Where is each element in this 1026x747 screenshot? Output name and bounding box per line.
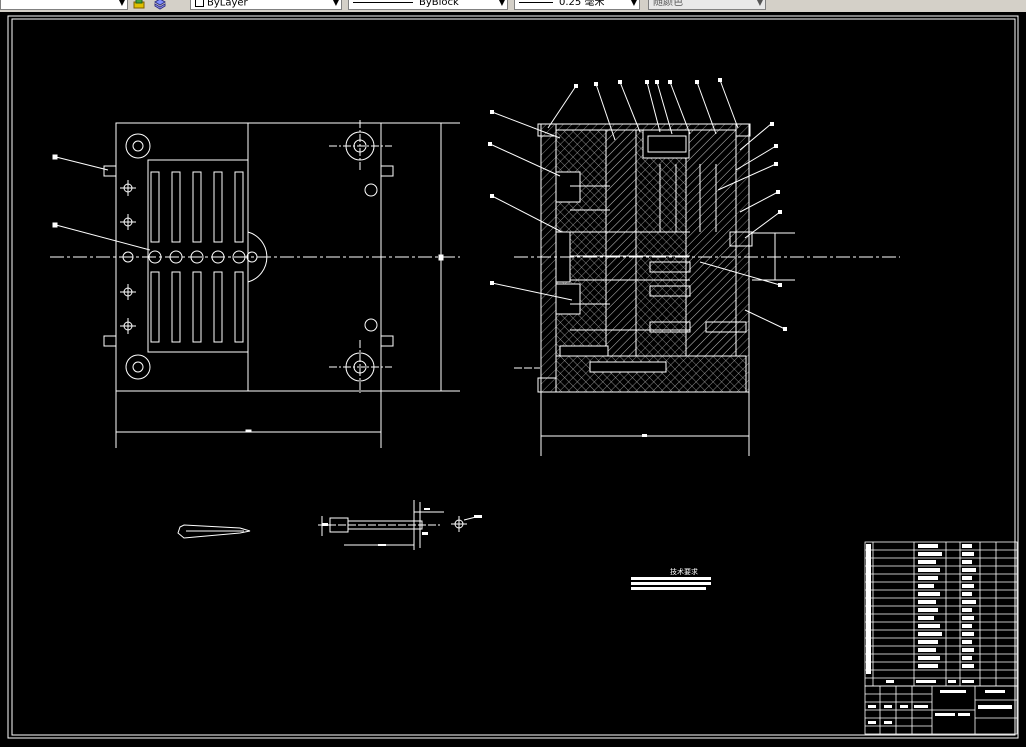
lineweight-label: 0.25 毫米: [559, 0, 605, 8]
layer-label: ByLayer: [207, 0, 248, 9]
technical-requirements-block: 技术要求: [631, 567, 711, 590]
sprue-bushing-detail: [318, 500, 477, 550]
dropdown-arrow-icon: ▼: [756, 0, 763, 7]
dropdown-arrow-icon: ▼: [498, 0, 505, 7]
plotstyle-dropdown[interactable]: 随颜色 ▼: [648, 0, 766, 10]
layer-color-swatch: [195, 0, 204, 7]
plotstyle-label: 随颜色: [653, 0, 683, 8]
linetype-label: ByBlock: [419, 0, 459, 8]
linetype-dropdown[interactable]: ByBlock ▼: [348, 0, 508, 10]
dropdown-arrow-icon: ▼: [118, 0, 125, 7]
linetype-sample: [353, 1, 413, 3]
properties-toolbar: ▼ ByLayer ▼ ByBlock ▼ 0.25 毫米 ▼ 随颜色 ▼: [0, 0, 1026, 12]
lineweight-sample: [519, 1, 553, 3]
lineweight-dropdown[interactable]: 0.25 毫米 ▼: [514, 0, 640, 10]
title-block-text-marks: [868, 690, 1012, 724]
mold-top-view: [50, 120, 460, 448]
tech-req-title: 技术要求: [670, 567, 698, 576]
drawing-border-inner: [11, 18, 1016, 736]
model-space-canvas[interactable]: 技术要求: [0, 12, 1026, 743]
detail-dimension-marks: [322, 508, 482, 546]
dropdown-arrow-icon: ▼: [332, 0, 339, 7]
parts-list-text-marks: [866, 544, 976, 683]
layer-dropdown[interactable]: ByLayer ▼: [190, 0, 342, 10]
layers-icon[interactable]: [154, 0, 166, 10]
dropdown-arrow-icon: ▼: [630, 0, 637, 7]
toolbar-left-dropdown[interactable]: ▼: [0, 0, 128, 10]
drawing-border-outer: [7, 15, 1019, 739]
cad-drawing: 技术要求: [7, 15, 1019, 739]
parts-list-table: [864, 541, 1018, 687]
layer-states-icon[interactable]: [133, 0, 145, 10]
title-block: [864, 685, 1018, 735]
ejector-pin-detail: [177, 524, 251, 539]
mold-section-view: [488, 78, 900, 456]
